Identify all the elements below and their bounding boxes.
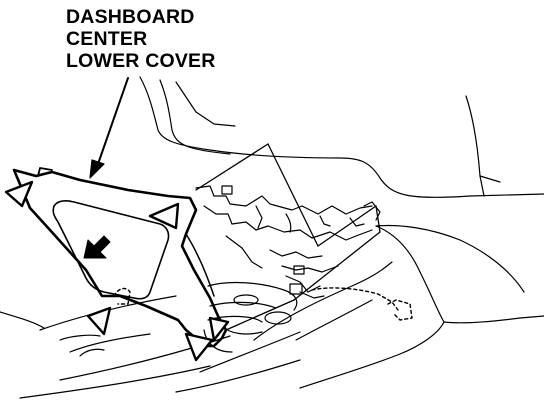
triangle-marker-icon — [4, 180, 34, 208]
triangle-marker-icon — [86, 306, 112, 336]
triangle-marker-icon — [148, 202, 180, 230]
callout-line-2: CENTER — [66, 28, 148, 50]
callout-leader — [89, 77, 129, 179]
cover-callout-label: DASHBOARD CENTER LOWER COVER — [66, 6, 216, 72]
dashboard-background — [0, 76, 544, 399]
exposed-bracket-area — [195, 185, 381, 299]
fastener-markers — [4, 180, 230, 362]
triangle-marker-icon — [184, 332, 214, 362]
hidden-clip-dashed — [113, 287, 413, 321]
callout-line-1: DASHBOARD — [66, 6, 195, 28]
triangle-marker-icon — [208, 316, 230, 342]
removal-path-lines — [195, 143, 381, 331]
dashboard-center-lower-cover — [12, 167, 228, 348]
pull-direction-arrow-icon — [83, 235, 111, 259]
callout-line-3: LOWER COVER — [66, 50, 216, 72]
